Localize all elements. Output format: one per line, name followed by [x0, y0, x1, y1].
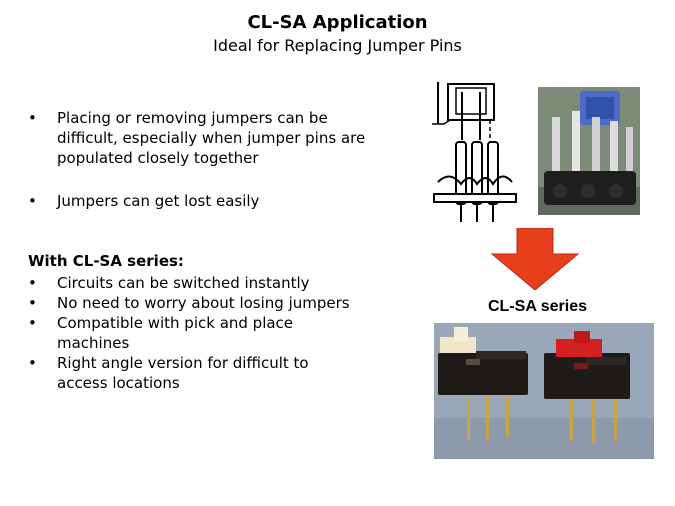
problem-list-2: • Jumpers can get lost easily	[28, 191, 388, 211]
solution-text: Right angle version for difficult to acc…	[57, 354, 309, 392]
problem-list: • Placing or removing jumpers can be dif…	[28, 108, 388, 168]
bullet-dot: •	[28, 314, 37, 332]
solution-text: Compatible with pick and place machines	[57, 314, 294, 352]
problem-text: Jumpers can get lost easily	[57, 192, 260, 210]
bullet-dot: •	[28, 192, 37, 210]
bullet-dot: •	[28, 109, 37, 127]
bullet-dot: •	[28, 294, 37, 312]
series-label: CL-SA series	[488, 298, 587, 315]
list-item: • Circuits can be switched instantly	[28, 273, 358, 293]
list-item: • Jumpers can get lost easily	[28, 191, 388, 211]
solution-list: • Circuits can be switched instantly • N…	[28, 273, 358, 393]
cl-sa-switch-photo-image	[434, 323, 654, 459]
slide-subtitle: Ideal for Replacing Jumper Pins	[213, 36, 462, 55]
jumper-diagram-image	[432, 82, 517, 222]
jumper-photo-image	[538, 87, 640, 215]
down-arrow-icon	[490, 228, 580, 290]
list-item: • No need to worry about losing jumpers	[28, 293, 358, 313]
list-item: • Placing or removing jumpers can be dif…	[28, 108, 388, 168]
solution-text: Circuits can be switched instantly	[57, 274, 310, 292]
list-item: • Compatible with pick and place machine…	[28, 313, 358, 353]
slide-title: CL-SA Application	[247, 12, 428, 33]
problem-text: Placing or removing jumpers can be diffi…	[57, 109, 366, 167]
solution-heading: With CL-SA series:	[28, 252, 184, 270]
solution-text: No need to worry about losing jumpers	[57, 294, 350, 312]
bullet-dot: •	[28, 354, 37, 372]
list-item: • Right angle version for difficult to a…	[28, 353, 358, 393]
bullet-dot: •	[28, 274, 37, 292]
